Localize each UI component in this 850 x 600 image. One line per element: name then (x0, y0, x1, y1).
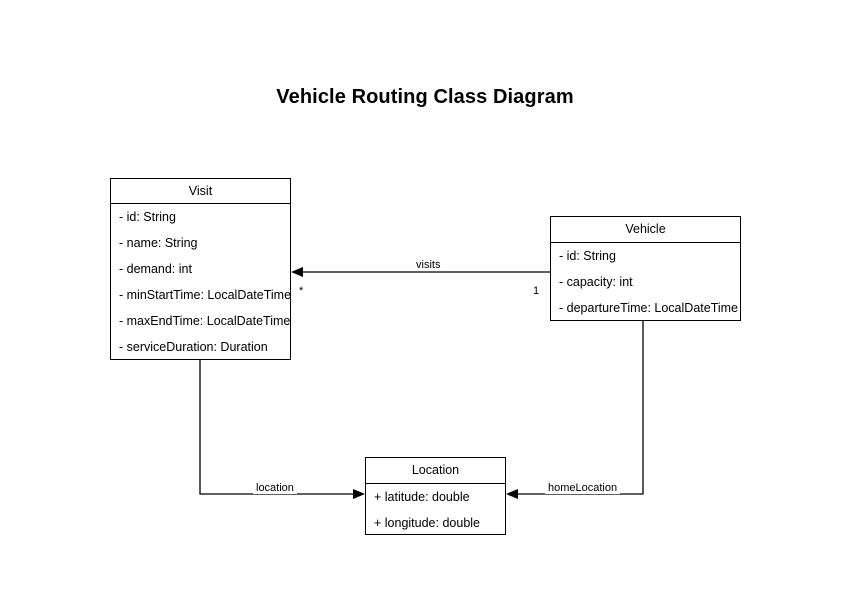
class-attribute: - minStartTime: LocalDateTime (119, 287, 292, 302)
class-attribute: - capacity: int (559, 274, 633, 289)
class-attribute: - serviceDuration: Duration (119, 339, 268, 354)
edge-home-location (506, 321, 644, 499)
class-attribute: - id: String (119, 209, 176, 224)
class-box-visit[interactable]: Visit - id: String - name: String - dema… (110, 178, 291, 360)
class-attributes-vehicle: - id: String - capacity: int - departure… (551, 243, 740, 321)
class-attribute: + longitude: double (374, 515, 480, 530)
class-attribute: - demand: int (119, 261, 192, 276)
edge-label-home-location: homeLocation (545, 483, 621, 494)
class-attributes-visit: - id: String - name: String - demand: in… (111, 204, 292, 360)
edge-multiplicity-visits-target: * (299, 285, 304, 297)
class-attribute: - maxEndTime: LocalDateTime (119, 313, 291, 328)
page-title: Vehicle Routing Class Diagram (276, 86, 574, 108)
edge-visits (291, 267, 550, 277)
class-attribute: + latitude: double (374, 489, 470, 504)
class-box-location[interactable]: Location + latitude: double + longitude:… (365, 457, 506, 535)
edge-location (199, 360, 365, 499)
class-name-visit: Visit (111, 179, 290, 204)
edge-label-location: location (253, 483, 297, 494)
class-name-vehicle: Vehicle (551, 217, 740, 243)
edge-multiplicity-visits-source: 1 (533, 285, 540, 297)
class-attribute: - id: String (559, 248, 616, 263)
class-attributes-location: + latitude: double + longitude: double (366, 484, 505, 536)
class-box-vehicle[interactable]: Vehicle - id: String - capacity: int - d… (550, 216, 741, 321)
class-attribute: - name: String (119, 235, 198, 250)
class-attribute: - departureTime: LocalDateTime (559, 300, 739, 315)
edge-label-visits: visits (413, 260, 444, 271)
class-name-location: Location (366, 458, 505, 484)
